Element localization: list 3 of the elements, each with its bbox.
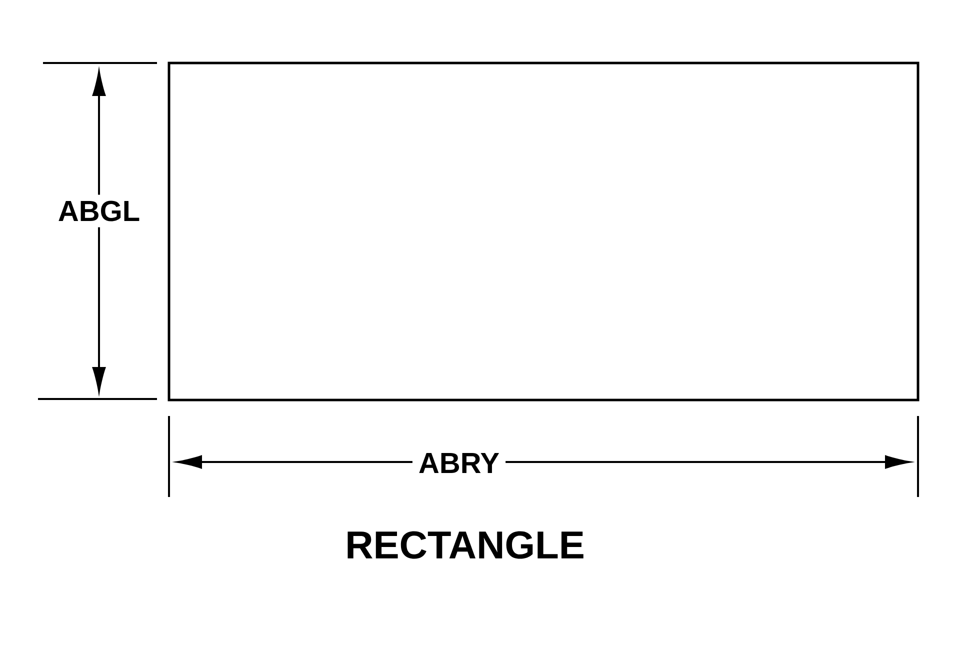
rectangle-shape <box>168 62 920 402</box>
dimension-label: ABGL <box>52 194 146 228</box>
caption: RECTANGLE <box>348 531 584 559</box>
